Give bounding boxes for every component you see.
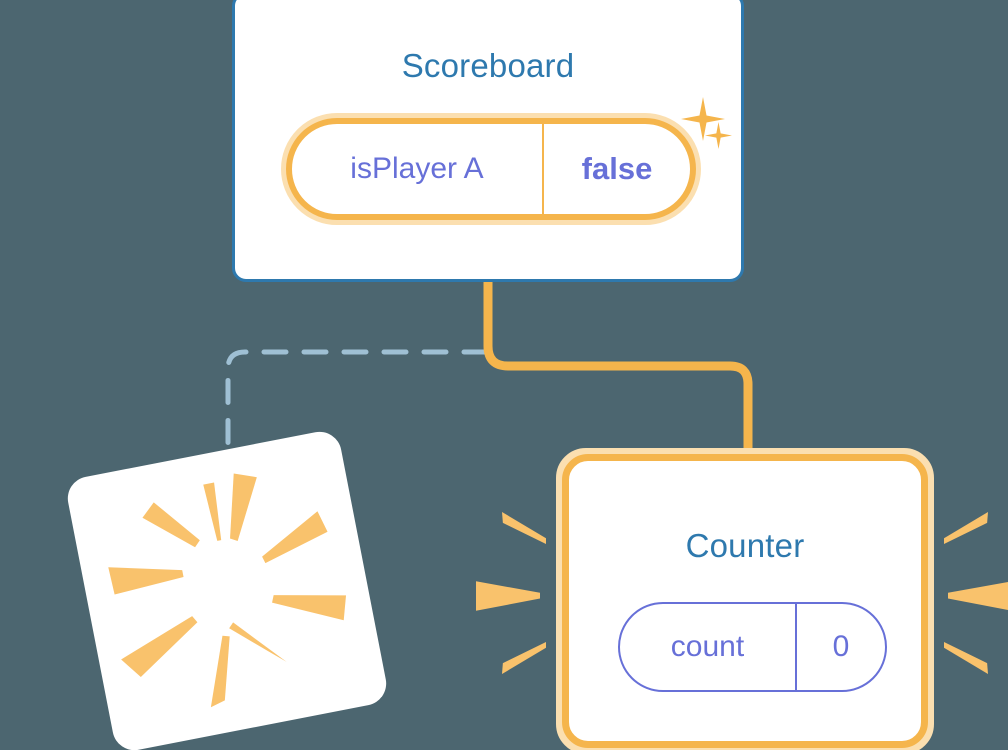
connector-scoreboard-to-counter [483, 282, 753, 460]
burst-ray [230, 473, 257, 542]
burst-ray [203, 482, 222, 541]
counter-card[interactable]: Counter count 0 [556, 448, 934, 750]
counter-title: Counter [685, 527, 805, 564]
burst-ray [142, 502, 200, 548]
placeholder-card[interactable] [64, 428, 390, 750]
burst-ray [121, 616, 198, 678]
scoreboard-card[interactable]: Scoreboard isPlayer A false [232, 0, 744, 282]
counter-prop-value: 0 [832, 630, 850, 663]
counter-prop-pill[interactable]: count 0 [618, 602, 887, 692]
scoreboard-prop-pill-halo: isPlayer A false [281, 113, 701, 225]
counter-burst-ray-right-top [944, 512, 988, 544]
burst-ray [210, 635, 230, 708]
scoreboard-title: Scoreboard [401, 47, 575, 84]
burst-icon [108, 473, 347, 708]
counter-burst-ray-right-bottom [944, 642, 988, 674]
counter-burst-ray-right-middle [948, 581, 1008, 611]
counter-burst-ray-left-middle [476, 581, 540, 611]
burst-ray [108, 567, 184, 595]
scoreboard-prop-value: false [581, 151, 653, 186]
burst-ray [229, 622, 287, 662]
burst-ray [272, 595, 347, 621]
counter-burst-ray-left-top [502, 512, 546, 544]
counter-card-inner: Counter count 0 [562, 454, 928, 748]
scoreboard-prop-key: isPlayer A [292, 124, 544, 214]
burst-ray [262, 511, 328, 564]
counter-prop-key: count [620, 604, 797, 690]
counter-burst-ray-left-bottom [502, 642, 546, 674]
scoreboard-prop-pill[interactable]: isPlayer A false [286, 118, 696, 220]
